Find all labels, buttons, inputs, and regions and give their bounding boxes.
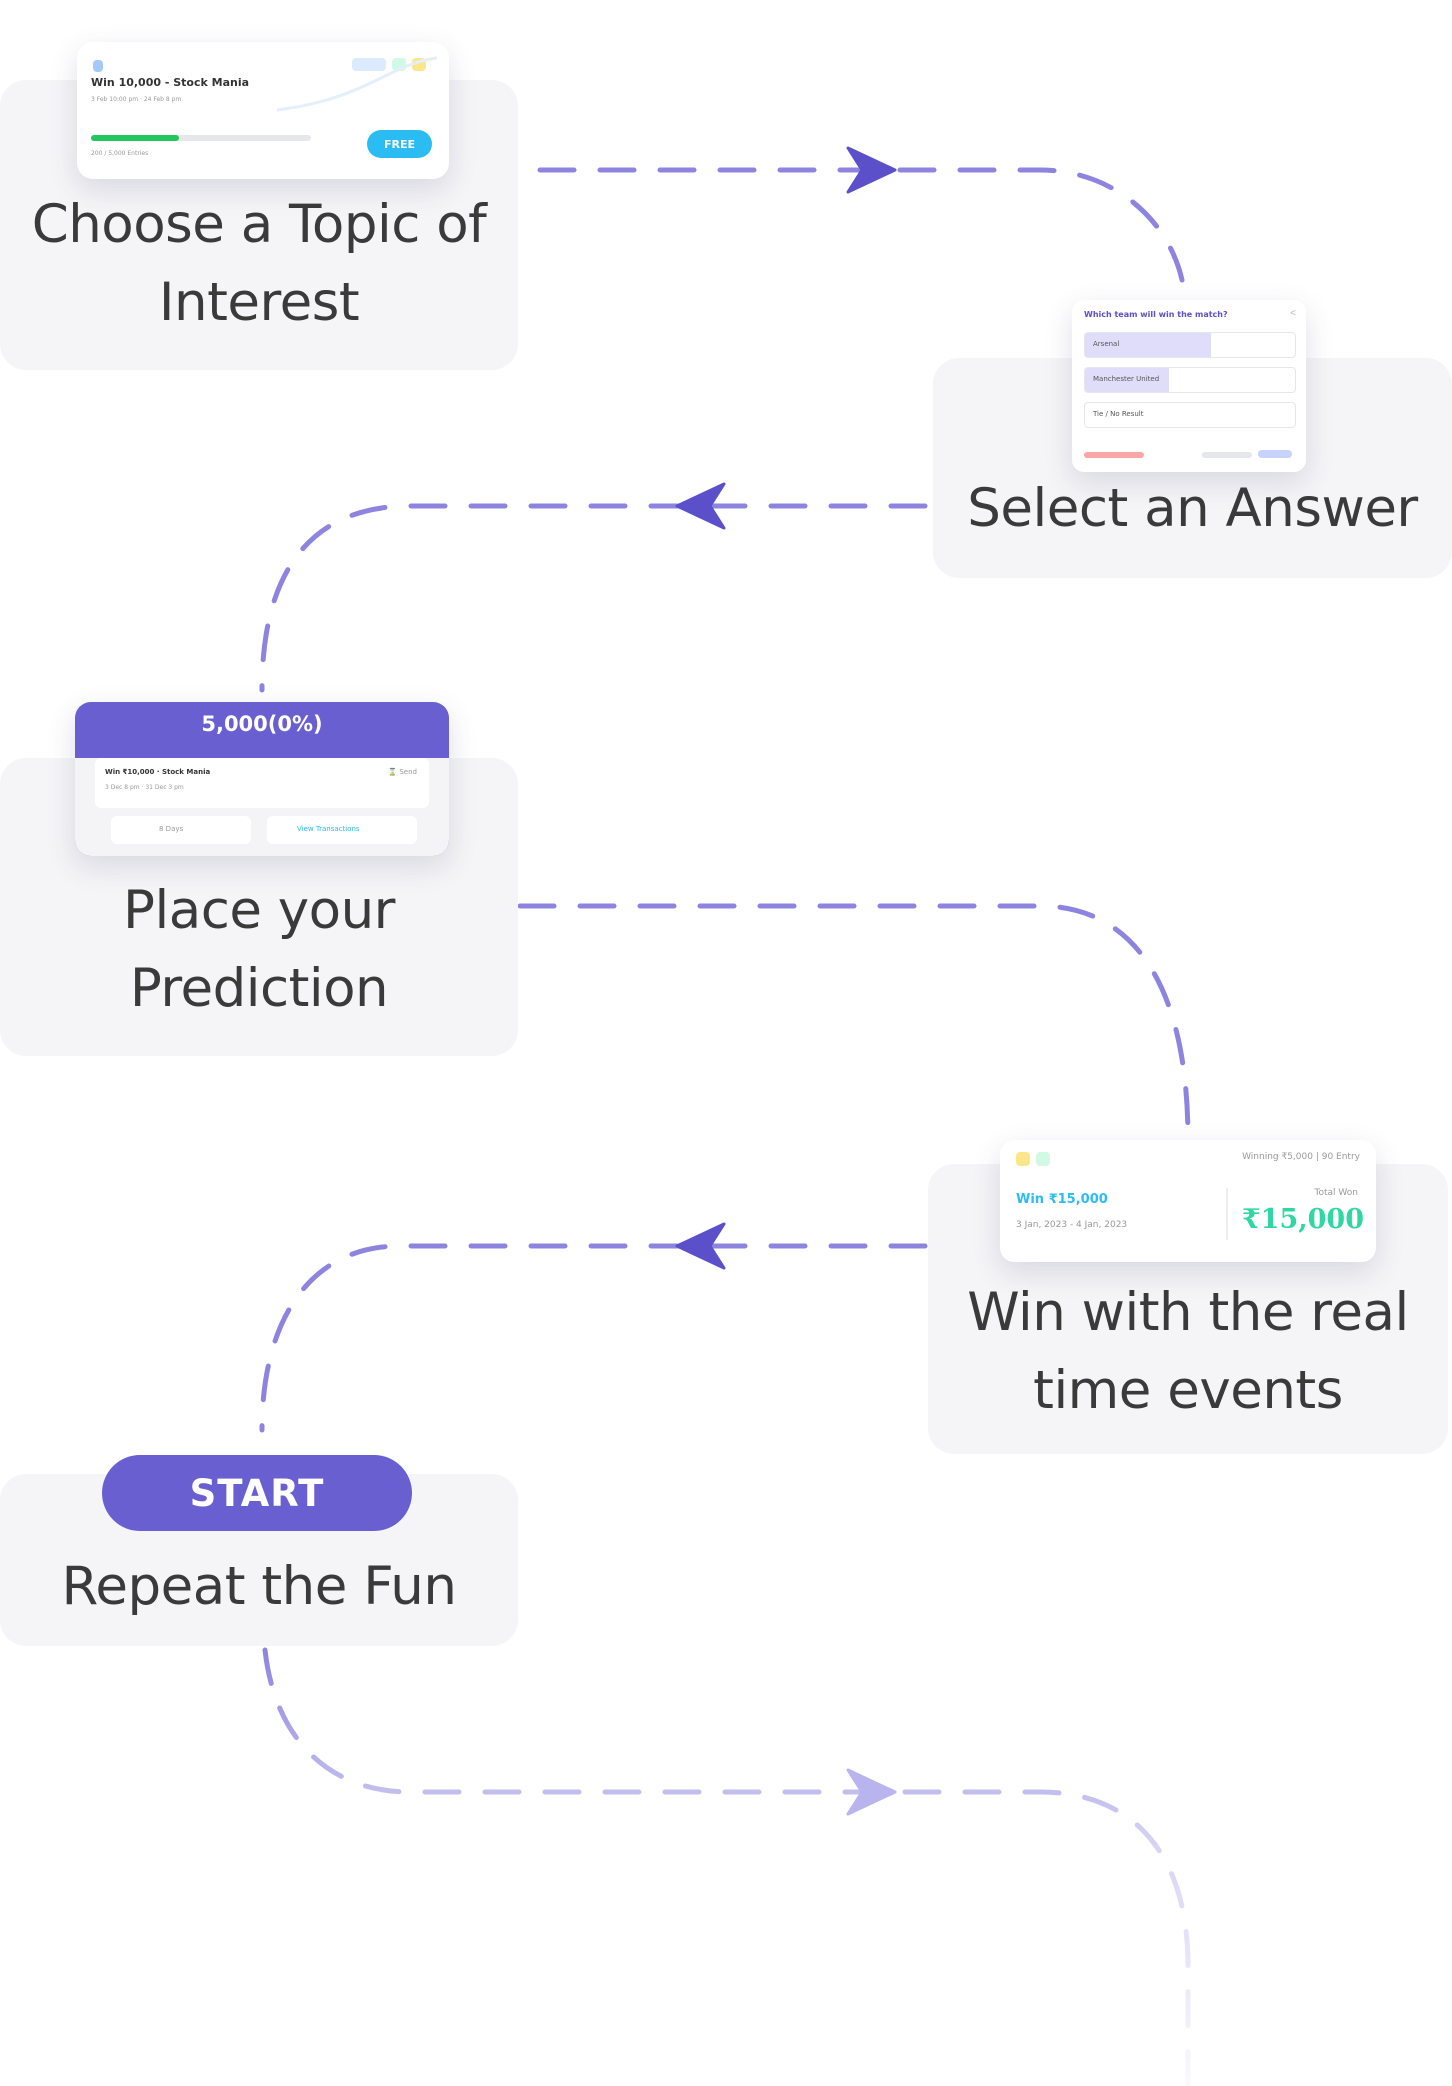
answer-share-fill bbox=[1085, 333, 1211, 357]
path-segment-5 bbox=[262, 1647, 1191, 2086]
footer-badge bbox=[1258, 450, 1292, 458]
step-title: Choose a Topic of Interest bbox=[31, 194, 487, 333]
answer-option-label: Tie / No Result bbox=[1093, 410, 1144, 418]
win-preview-card[interactable]: Winning ₹5,000 | 90 Entry Win ₹15,000 3 … bbox=[1000, 1140, 1376, 1262]
logo-icon bbox=[93, 60, 103, 72]
step-title: Repeat the Fun bbox=[61, 1556, 457, 1617]
arrow-left-icon bbox=[675, 482, 726, 530]
total-label: Total Won bbox=[1314, 1188, 1358, 1198]
arrow-right-icon bbox=[846, 1768, 897, 1816]
answer-share-fill bbox=[1085, 368, 1169, 392]
step-title: Select an Answer bbox=[967, 478, 1418, 539]
progress-track bbox=[91, 135, 311, 141]
path-segment-4 bbox=[259, 1243, 928, 1433]
days-button[interactable]: 8 Days bbox=[111, 816, 251, 844]
step-title: Place your Prediction bbox=[123, 880, 395, 1019]
arrow-right-icon bbox=[846, 146, 897, 194]
divider bbox=[1226, 1188, 1228, 1240]
days-label: 8 Days bbox=[159, 825, 184, 833]
share-icon: < bbox=[1290, 308, 1296, 319]
avatar-dots bbox=[1084, 452, 1144, 458]
trend-line bbox=[277, 56, 437, 112]
question-text: Which team will win the match? bbox=[1084, 310, 1228, 319]
win-label: Win ₹15,000 bbox=[1016, 1192, 1108, 1207]
topic-preview-card[interactable]: Win 10,000 - Stock Mania 3 Feb 10:00 pm … bbox=[77, 42, 449, 179]
badge-icon bbox=[1036, 1152, 1050, 1166]
topic-subtext: 3 Feb 10:00 pm · 24 Feb 8 pm bbox=[91, 96, 182, 103]
total-value: ₹15,000 bbox=[1241, 1204, 1364, 1235]
footer-label bbox=[1202, 452, 1252, 458]
answer-option[interactable]: Arsenal bbox=[1084, 332, 1296, 358]
answer-option-label: Arsenal bbox=[1093, 340, 1120, 348]
clock-icon: ⌛ Send bbox=[388, 768, 417, 776]
contest-row: Win ₹10,000 · Stock Mania 3 Dec 8 pm · 3… bbox=[95, 758, 429, 808]
view-transactions-button[interactable]: View Transactions bbox=[267, 816, 417, 844]
start-button[interactable]: START bbox=[102, 1455, 412, 1531]
contest-date: 3 Dec 8 pm · 31 Dec 3 pm bbox=[105, 784, 184, 791]
win-dates: 3 Jan, 2023 - 4 Jan, 2023 bbox=[1016, 1220, 1128, 1230]
step-select-answer: Select an Answer bbox=[933, 358, 1452, 578]
progress-fill bbox=[91, 135, 179, 141]
answer-option-label: Manchester United bbox=[1093, 375, 1160, 383]
tag-badge bbox=[352, 58, 386, 71]
view-transactions-label: View Transactions bbox=[297, 825, 360, 833]
path-segment-1 bbox=[537, 167, 1188, 303]
prediction-preview-card[interactable]: 5,000(0%) Win ₹10,000 · Stock Mania 3 De… bbox=[75, 702, 449, 856]
prediction-amount: 5,000(0%) bbox=[201, 712, 323, 736]
answer-preview-card[interactable]: Which team will win the match? < Arsenal… bbox=[1072, 300, 1306, 472]
step-title: Win with the real time events bbox=[967, 1282, 1409, 1421]
contest-name: Win ₹10,000 · Stock Mania bbox=[105, 768, 211, 776]
answer-option[interactable]: Tie / No Result bbox=[1084, 402, 1296, 428]
answer-option[interactable]: Manchester United bbox=[1084, 367, 1296, 393]
arrow-left-icon bbox=[675, 1222, 726, 1270]
topic-heading: Win 10,000 - Stock Mania bbox=[91, 76, 250, 89]
badge-icon bbox=[1016, 1152, 1030, 1166]
path-segment-3 bbox=[517, 903, 1191, 1143]
win-meta: Winning ₹5,000 | 90 Entry bbox=[1242, 1152, 1360, 1162]
free-button[interactable]: FREE bbox=[367, 130, 432, 158]
entries-count: 200 / 5,000 Entries bbox=[91, 150, 149, 157]
path-segment-2 bbox=[259, 503, 928, 693]
